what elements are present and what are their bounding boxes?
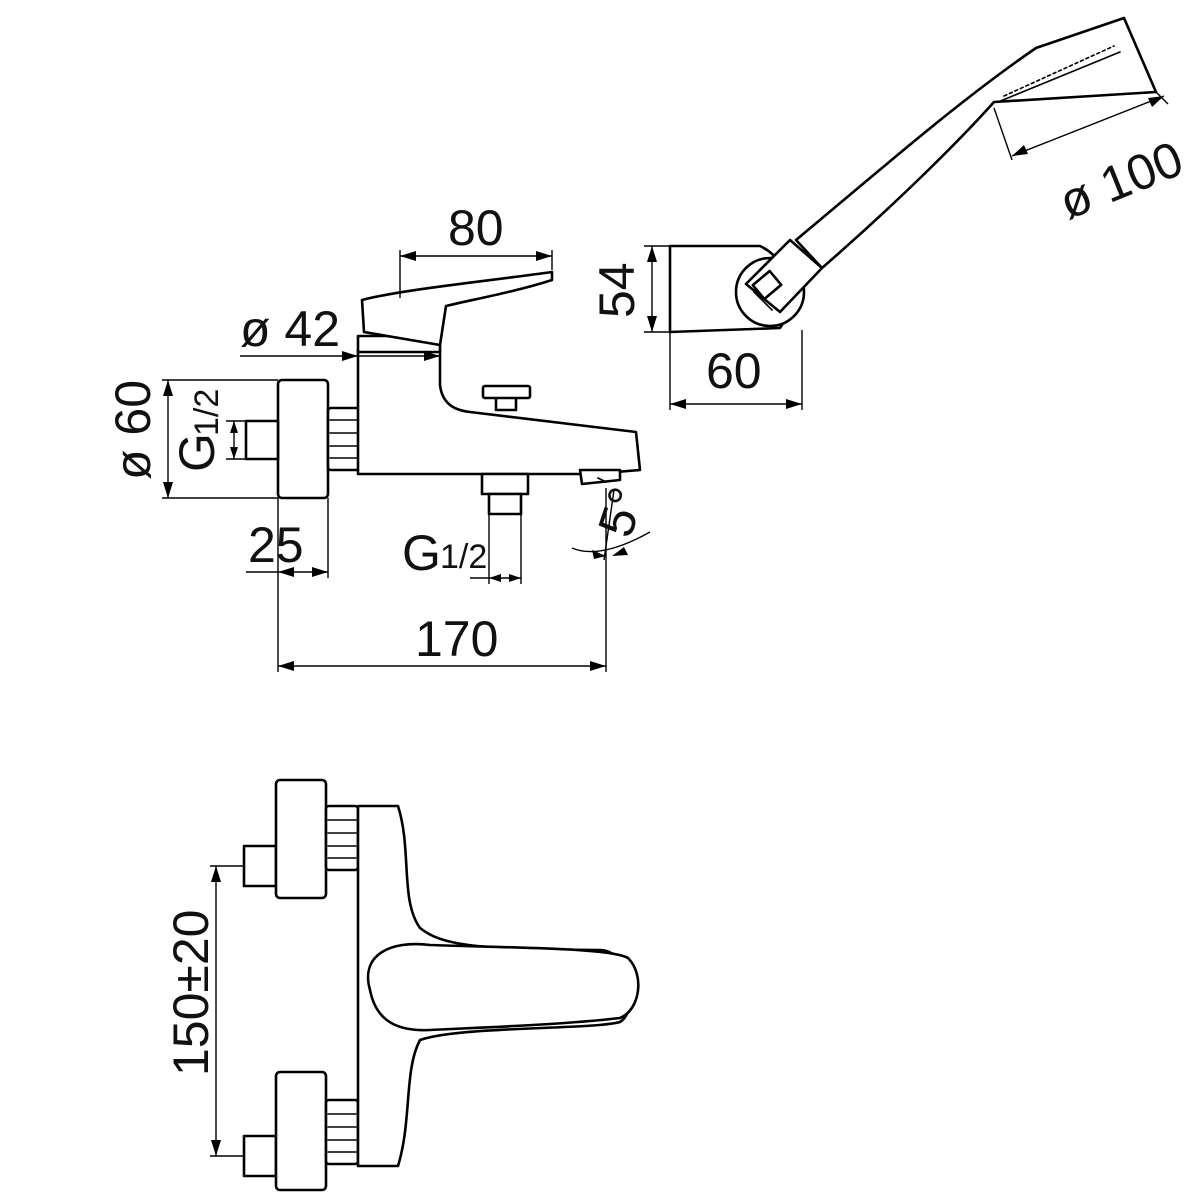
dim-head-diameter: ø 100 [993, 91, 1191, 230]
label-handle-base-diameter: ø 42 [240, 301, 340, 357]
diverter-knob [481, 384, 532, 412]
dim-handle-base: ø 42 [240, 301, 440, 361]
dim-inlet-centres: 150±20 [163, 865, 244, 1157]
upper-nut [324, 804, 360, 872]
dim-holder-depth: 60 [669, 330, 803, 410]
holder-clip [751, 269, 783, 301]
dim-lever-length: 80 [399, 200, 553, 298]
dim-flange-diameter: ø 60 [105, 379, 278, 499]
dim-spout-angle: 5° [571, 481, 655, 672]
wall-flange [276, 378, 330, 500]
dim-total-projection: 170 [278, 611, 606, 671]
label-inlet-thread: G [169, 433, 225, 472]
lower-flange [274, 1070, 328, 1192]
dim-outlet-thread: G 1/2 [402, 514, 522, 584]
lower-inlet [242, 1134, 278, 1178]
label-lever-length: 80 [448, 200, 504, 256]
spout-outlet [578, 468, 622, 486]
label-inlet-thread-fraction: 1/2 [188, 389, 226, 436]
inlet-pipe [244, 419, 280, 461]
hand-shower [668, 16, 1158, 334]
shower-handle [794, 16, 1158, 270]
lever-handle [360, 270, 554, 347]
hex-nut [326, 406, 362, 472]
dim-inlet-thread: G 1/2 [169, 389, 246, 472]
mixer-body [356, 348, 642, 476]
mixer-side-view [244, 270, 642, 516]
label-outlet-thread-fraction: 1/2 [440, 538, 487, 576]
dim-holder-height: 54 [589, 245, 670, 333]
upper-inlet [242, 844, 278, 888]
label-holder-depth: 60 [706, 343, 762, 399]
upper-flange [274, 778, 328, 900]
front-lever [366, 942, 640, 1032]
label-inlet-centres: 150±20 [163, 910, 219, 1076]
dim-flange-depth: 25 [246, 498, 329, 672]
label-holder-height: 54 [589, 262, 645, 318]
mixer-front-view [242, 778, 640, 1192]
bottom-outlet [480, 472, 530, 516]
label-flange-depth: 25 [248, 517, 304, 573]
spray-face [997, 51, 1121, 103]
label-total-projection: 170 [415, 611, 498, 667]
label-flange-diameter: ø 60 [105, 380, 161, 480]
label-head-diameter: ø 100 [1051, 130, 1191, 230]
lower-nut [324, 1098, 360, 1166]
label-outlet-thread: G [402, 525, 441, 581]
